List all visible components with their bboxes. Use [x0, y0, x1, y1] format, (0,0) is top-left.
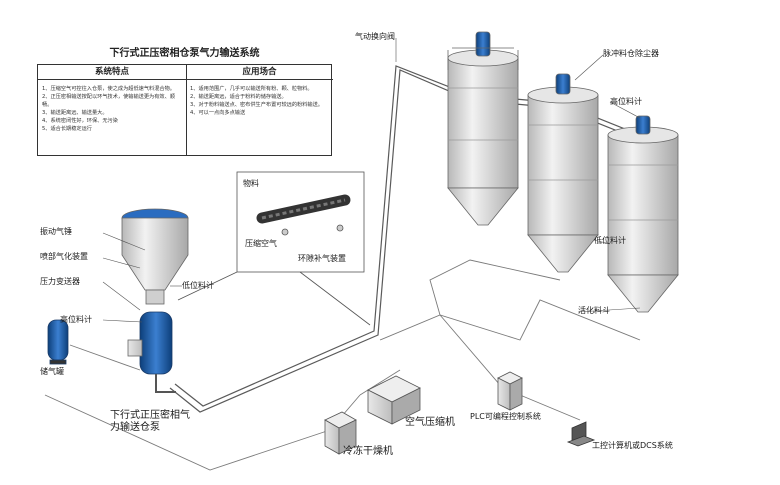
air-tank-label: 储气罐: [40, 367, 64, 376]
applications-header: 应用场合: [186, 65, 333, 80]
silo-2: [527, 73, 599, 273]
dcs-computer: [566, 421, 596, 447]
air-compressor: [367, 375, 421, 425]
leader-lines: [102, 38, 641, 323]
material-label: 物料: [243, 179, 259, 188]
feature-item: 4、系统密闭性好，环保、无污染: [42, 118, 118, 124]
application-item: 3、对于粉料输送点、密布供生产布置可较远的粉料输送。: [190, 102, 323, 108]
application-item: 1、适用范围广，几乎可以输送所有粉、颗、粒物料。: [190, 86, 313, 92]
ring-air-device-label: 环隙补气装置: [298, 254, 346, 263]
air-tank: [47, 319, 69, 365]
pump-vessel: [127, 311, 176, 393]
features-list: 1、压缩空气可控往入仓泵，使之成为超低速气料混合物。 2、正压密相输送按配以环气…: [42, 85, 182, 133]
pressure-transmitter-label: 压力变送器: [40, 277, 80, 286]
low-level-gauge-left-label: 低位料计: [182, 281, 214, 290]
supply-hopper: [121, 208, 189, 305]
plc-system-label: PLC可编程控制系统: [470, 412, 541, 421]
dryer-label: 冷冻干燥机: [343, 446, 393, 457]
diagram-title: 下行式正压密相仓泵气力输送系统: [109, 48, 260, 59]
silo-1: [447, 31, 519, 226]
table-divider: [186, 65, 187, 155]
pulse-dust-collector-label: 脉冲料仓除尘器: [603, 49, 659, 58]
application-item: 4、可以一点向多点输送: [190, 110, 246, 116]
vibrating-hammer-label: 振动气锤: [40, 227, 72, 236]
applications-list: 1、适用范围广，几乎可以输送所有粉、颗、粒物料。 2、输送距离远，适合于粉料的储…: [190, 85, 330, 117]
feature-item: 5、适合长期稳定运行: [42, 126, 92, 132]
plc-cabinet: [497, 371, 523, 411]
fluidizing-device-label: 喷部气化装置: [40, 252, 88, 261]
air-lines: [44, 259, 641, 471]
feature-item: 1、压缩空气可控往入仓泵，使之成为超低速气料混合物。: [42, 86, 175, 92]
dcs-label: 工控计算机或DCS系统: [592, 441, 673, 450]
high-level-gauge-left-label: 高位料计: [60, 315, 92, 324]
pneumatic-reversing-valve-label: 气动换向阀: [355, 32, 395, 41]
feature-item: 3、输送距离远、输送量大。: [42, 110, 108, 116]
pump-name-label: 下行式正压密相气力输送仓泵: [110, 410, 190, 433]
silo-3: [607, 115, 679, 313]
ash-hopper-label: 活化料斗: [578, 306, 610, 315]
high-level-gauge-right-label: 高位料计: [610, 97, 642, 106]
system-info-table: 系统特点 应用场合 1、压缩空气可控往入仓泵，使之成为超低速气料混合物。 2、正…: [37, 64, 333, 156]
air-compressor-label: 空气压缩机: [405, 417, 455, 428]
low-level-gauge-right-label: 低位料计: [594, 236, 626, 245]
feature-item: 2、正压密相输送按配以环气技术，使输输送更为有效、顺畅。: [42, 94, 175, 108]
application-item: 2、输送距离远，适合于粉料的储存输送。: [190, 94, 287, 100]
ring-air-inset: [177, 171, 371, 326]
compressed-air-label: 压缩空气: [245, 239, 277, 248]
dryer: [324, 411, 357, 455]
